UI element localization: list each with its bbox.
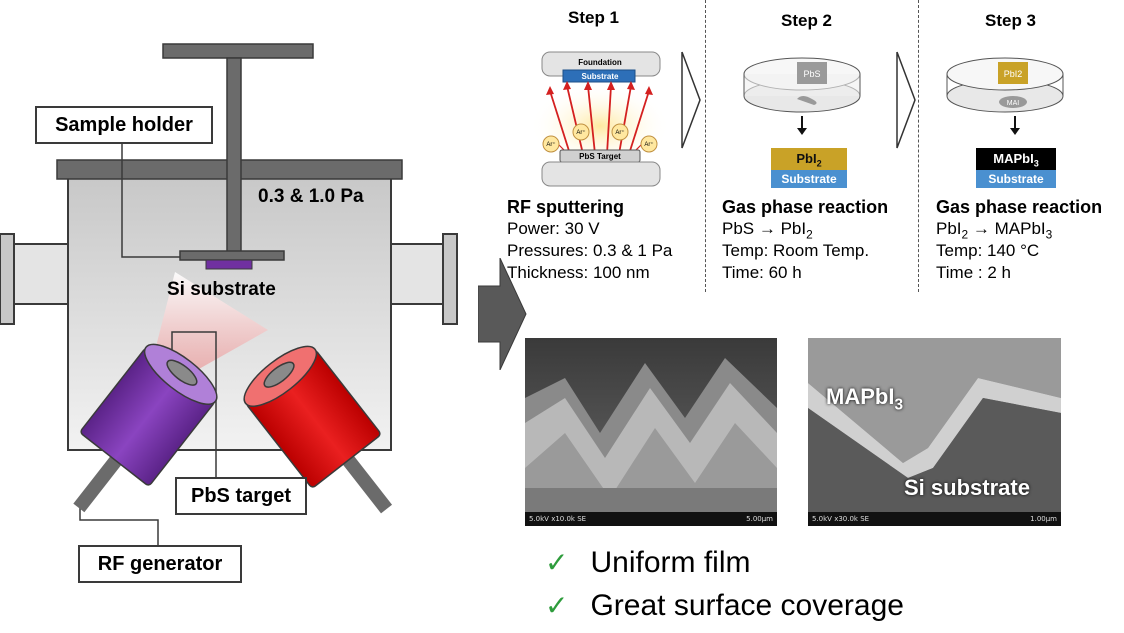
step1-heading: RF sputtering bbox=[507, 197, 624, 217]
purple-sputter-gun bbox=[73, 343, 218, 513]
manipulator-handle bbox=[162, 43, 314, 59]
step1-line-1: Power: 30 V bbox=[507, 219, 600, 238]
pressure-label: 0.3 & 1.0 Pa bbox=[258, 186, 364, 207]
step3-source-label: MAI bbox=[1007, 100, 1020, 107]
step-divider-2 bbox=[918, 0, 919, 292]
step2-description: Gas phase reaction PbS → PbI2 Temp: Room… bbox=[722, 196, 888, 284]
ion-text-1: Ar⁺ bbox=[546, 141, 555, 148]
step1-description: RF sputtering Power: 30 V Pressures: 0.3… bbox=[507, 196, 672, 284]
step-chevron-2-icon bbox=[896, 51, 916, 149]
step1-line-2: Pressures: 0.3 & 1 Pa bbox=[507, 241, 673, 260]
step1-title: Step 1 bbox=[568, 8, 620, 27]
red-sputter-gun bbox=[243, 345, 393, 514]
step3-reaction: PbI2 → MAPbI3 bbox=[936, 219, 1053, 242]
ion-text-4: Ar⁺ bbox=[644, 141, 653, 148]
sem2-si-substrate-label: Si substrate bbox=[904, 475, 1030, 500]
left-port bbox=[7, 243, 71, 305]
step3-line-2: Temp: 140 °C bbox=[936, 241, 1040, 260]
process-arrow-icon bbox=[478, 258, 527, 370]
result-uniform-film: ✓Uniform film bbox=[545, 546, 751, 579]
step3-product-box: MAPbI3 bbox=[976, 148, 1056, 170]
sputter-plume bbox=[150, 272, 268, 374]
checkmark-icon: ✓ bbox=[545, 590, 569, 621]
step2-product-box: PbI2 bbox=[771, 148, 847, 170]
result-surface-coverage: ✓Great surface coverage bbox=[545, 589, 904, 622]
right-port bbox=[390, 243, 444, 305]
rf-generator-label: RF generator bbox=[78, 545, 242, 583]
foundation-text: Foundation bbox=[578, 58, 622, 67]
sample-holder-leader bbox=[121, 140, 180, 258]
step3-line-3: Time : 2 h bbox=[936, 263, 1011, 282]
step2-heading: Gas phase reaction bbox=[722, 197, 889, 217]
step3-title: Step 3 bbox=[985, 11, 1037, 30]
substrate-text: Substrate bbox=[582, 72, 619, 81]
step3-dish-illustration: PbI2 MAI bbox=[946, 57, 1064, 135]
step2-dish-label: PbS bbox=[803, 69, 820, 79]
right-port-flange bbox=[442, 233, 458, 325]
step-divider-1 bbox=[705, 0, 706, 292]
step1-line-3: Thickness: 100 nm bbox=[507, 263, 650, 282]
pbs-target-label: PbS target bbox=[175, 477, 307, 515]
step3-dish-label: PbI2 bbox=[1004, 69, 1023, 79]
checkmark-icon: ✓ bbox=[545, 547, 569, 578]
step2-line-2: Temp: Room Temp. bbox=[722, 241, 870, 260]
left-port-flange bbox=[0, 233, 15, 325]
step3-heading: Gas phase reaction bbox=[936, 197, 1103, 217]
step1-sputter-illustration: Foundation Substrate PbS Target Ar⁺ Ar⁺ … bbox=[530, 51, 670, 187]
rf-generator-leader bbox=[79, 500, 159, 546]
step3-description: Gas phase reaction PbI2 → MAPbI3 Temp: 1… bbox=[936, 196, 1102, 284]
target-text: PbS Target bbox=[579, 152, 621, 161]
si-substrate-rect bbox=[205, 259, 253, 270]
step2-line-3: Time: 60 h bbox=[722, 263, 802, 282]
si-substrate-label: Si substrate bbox=[167, 279, 276, 300]
step2-reaction: PbS → PbI2 bbox=[722, 219, 813, 242]
step2-dish-illustration: PbS bbox=[743, 57, 861, 135]
holder-plate bbox=[179, 250, 285, 261]
sputtering-chamber-diagram bbox=[0, 43, 458, 546]
step2-substrate-box: Substrate bbox=[771, 170, 847, 188]
step-chevron-1-icon bbox=[681, 51, 701, 149]
step2-title: Step 2 bbox=[781, 11, 833, 30]
sample-holder-label: Sample holder bbox=[35, 106, 213, 144]
sem2-mapbi3-label: MAPbI3 bbox=[826, 384, 904, 414]
step3-substrate-box: Substrate bbox=[976, 170, 1056, 188]
manipulator-shaft bbox=[226, 57, 242, 259]
ion-text-2: Ar⁺ bbox=[576, 129, 585, 136]
ion-text-3: Ar⁺ bbox=[615, 129, 624, 136]
